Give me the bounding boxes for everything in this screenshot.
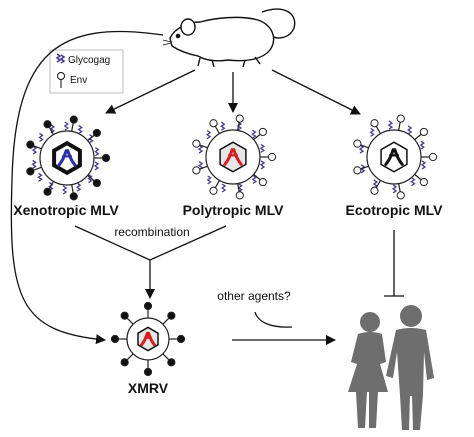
- glycogag-icon: [259, 143, 265, 153]
- recombination-merge-lines: [74, 225, 227, 299]
- env-icon: [419, 177, 428, 187]
- legend-env-label: Env: [70, 75, 87, 86]
- glycogag-icon: [251, 174, 258, 184]
- glycogag-icon: [410, 177, 416, 187]
- env-icon: [120, 358, 129, 367]
- glycogag-icon: [251, 129, 257, 139]
- glycogag-icon: [55, 53, 66, 64]
- glycogag-icon: [220, 183, 227, 193]
- env-icon: [69, 192, 78, 201]
- env-icon: [396, 191, 405, 200]
- arrows-from-mouse: [10, 30, 361, 345]
- env-icon: [258, 177, 267, 187]
- env-icon: [419, 127, 428, 137]
- env-icon: [176, 334, 186, 344]
- env-icon: [43, 187, 52, 196]
- legend: Glycogag Env: [49, 49, 124, 94]
- glycogag-icon: [75, 182, 82, 192]
- glycogag-icon: [419, 140, 425, 150]
- env-icon: [69, 115, 78, 124]
- glycogag-icon: [38, 132, 44, 142]
- env-icon: [92, 128, 101, 138]
- glycogag-icon: [93, 161, 100, 171]
- mouse-icon: [162, 8, 296, 68]
- env-icon: [167, 358, 176, 367]
- arrow-mouse-to-xmrv: [10, 30, 164, 345]
- other-agents-squiggle: [254, 311, 293, 328]
- legend-box: [49, 49, 124, 94]
- glycogag-icon: [31, 159, 37, 169]
- env-icon: [120, 311, 129, 320]
- env-icon: [209, 119, 218, 128]
- env-icon: [353, 166, 362, 175]
- glycogag-icon: [94, 147, 100, 157]
- env-icon: [26, 140, 35, 149]
- env-icon: [396, 114, 405, 123]
- virus-particle-icon: [26, 115, 111, 201]
- glycogag-icon: [197, 144, 204, 154]
- arrow-xmrv-to-humans: [232, 311, 336, 345]
- env-icon: [370, 186, 379, 195]
- env-icon: [235, 114, 244, 123]
- env-icon: [353, 139, 362, 148]
- env-icon: [235, 191, 244, 200]
- env-icon: [192, 139, 201, 148]
- ecotropic-label: Ecotropic MLV: [346, 202, 444, 218]
- glycogag-icon: [358, 144, 365, 154]
- glycogag-icon: [62, 185, 68, 195]
- glycogag-icon: [420, 160, 427, 170]
- arrow-to-ecotropic: [271, 69, 361, 115]
- glycogag-icon: [31, 145, 38, 155]
- env-icon: [428, 152, 438, 162]
- arrow-to-xenotropic: [105, 69, 196, 114]
- ecotropic-inhibition: [384, 230, 404, 297]
- glycogag-icon: [37, 172, 43, 182]
- env-icon: [267, 152, 277, 162]
- xmrv-label: XMRV: [128, 380, 169, 396]
- env-icon: [43, 120, 52, 129]
- env-icon: [192, 166, 201, 175]
- env-icon: [167, 311, 176, 320]
- glycogag-icon: [372, 179, 379, 189]
- env-icon: [143, 367, 153, 377]
- recombination-label: recombination: [114, 225, 189, 239]
- env-icon: [258, 127, 267, 137]
- env-icon: [143, 301, 153, 311]
- glycogag-icon: [369, 127, 375, 137]
- polytropic-label: Polytropic MLV: [183, 202, 285, 218]
- glycogag-icon: [87, 174, 93, 184]
- env-icon: [26, 167, 35, 176]
- glycogag-icon: [77, 124, 83, 135]
- env-icon: [101, 153, 111, 163]
- human-couple-icon: [348, 305, 434, 430]
- glycogag-icon: [206, 175, 212, 185]
- glycogag-icon: [205, 130, 212, 140]
- glycogag-icon: [391, 184, 398, 194]
- env-icon: [92, 178, 101, 188]
- xenotropic-label: Xenotropic MLV: [13, 202, 119, 218]
- env-icon: [209, 186, 218, 195]
- virus-particle-icon: [110, 301, 186, 377]
- glycogag-icon: [259, 160, 266, 170]
- glycogag-icon: [387, 120, 394, 130]
- glycogag-icon: [406, 125, 413, 135]
- glycogag-icon: [220, 121, 226, 131]
- env-icon: [110, 334, 120, 344]
- glycogag-icon: [48, 181, 54, 192]
- env-icon: [370, 119, 379, 128]
- glycogag-icon: [63, 121, 69, 131]
- glycogag-icon: [49, 124, 56, 134]
- virus-particle-icon: [353, 114, 438, 200]
- env-icon: [57, 72, 65, 88]
- legend-glycogag-label: Glycogag: [68, 55, 110, 66]
- virus-particle-icon: [192, 114, 277, 200]
- other-agents-label: other agents?: [217, 289, 291, 303]
